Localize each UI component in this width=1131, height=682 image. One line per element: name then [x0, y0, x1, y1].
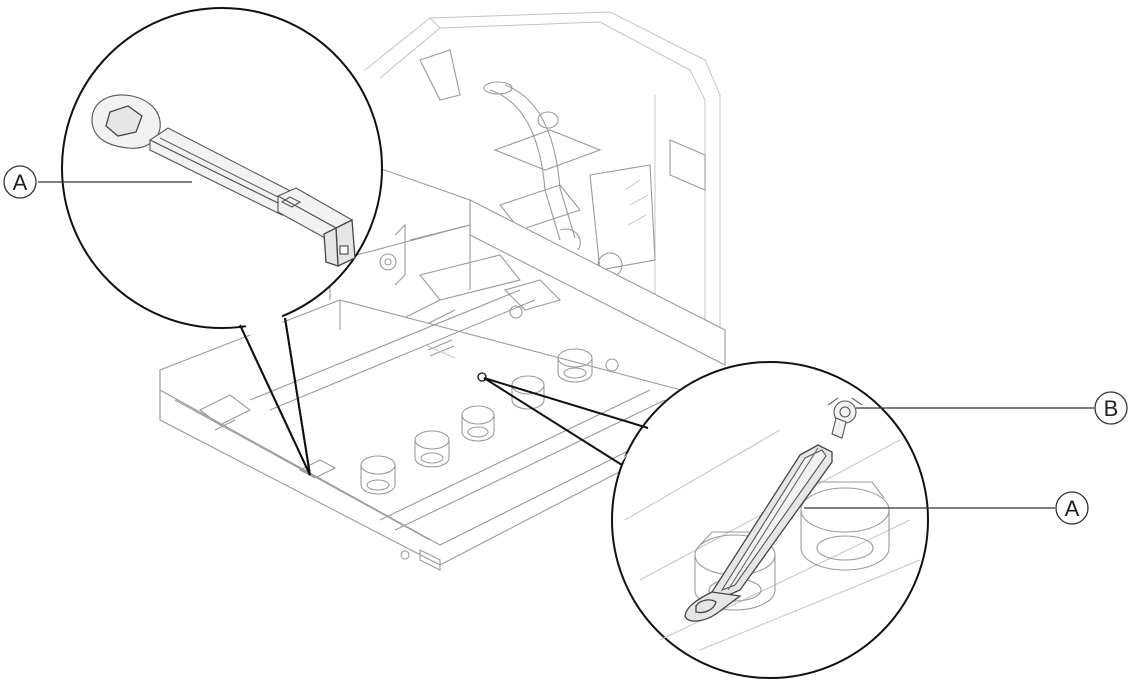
callout-marker: [3, 165, 37, 199]
wrench-tool-a-large: [91, 94, 356, 267]
magnified-fittings: [624, 397, 921, 651]
callout-label-a: A: [1065, 496, 1080, 521]
callout-marker: [1055, 491, 1089, 525]
callout-marker: [1094, 391, 1128, 425]
pipe-fitting: [461, 405, 495, 442]
callout-label-b: B: [1104, 396, 1119, 421]
callout-a-right: A: [804, 491, 1089, 525]
callout-label-a: A: [13, 170, 28, 195]
pipe-fitting: [414, 430, 450, 468]
pipe-fitting: [511, 375, 545, 410]
pipe-fitting: [557, 348, 593, 383]
callout-b: B: [856, 391, 1128, 425]
pipe-fitting: [360, 455, 396, 495]
callout-a-left: A: [3, 165, 192, 199]
valve-b: [827, 397, 863, 439]
wrench-tool-a-small: [684, 444, 833, 622]
